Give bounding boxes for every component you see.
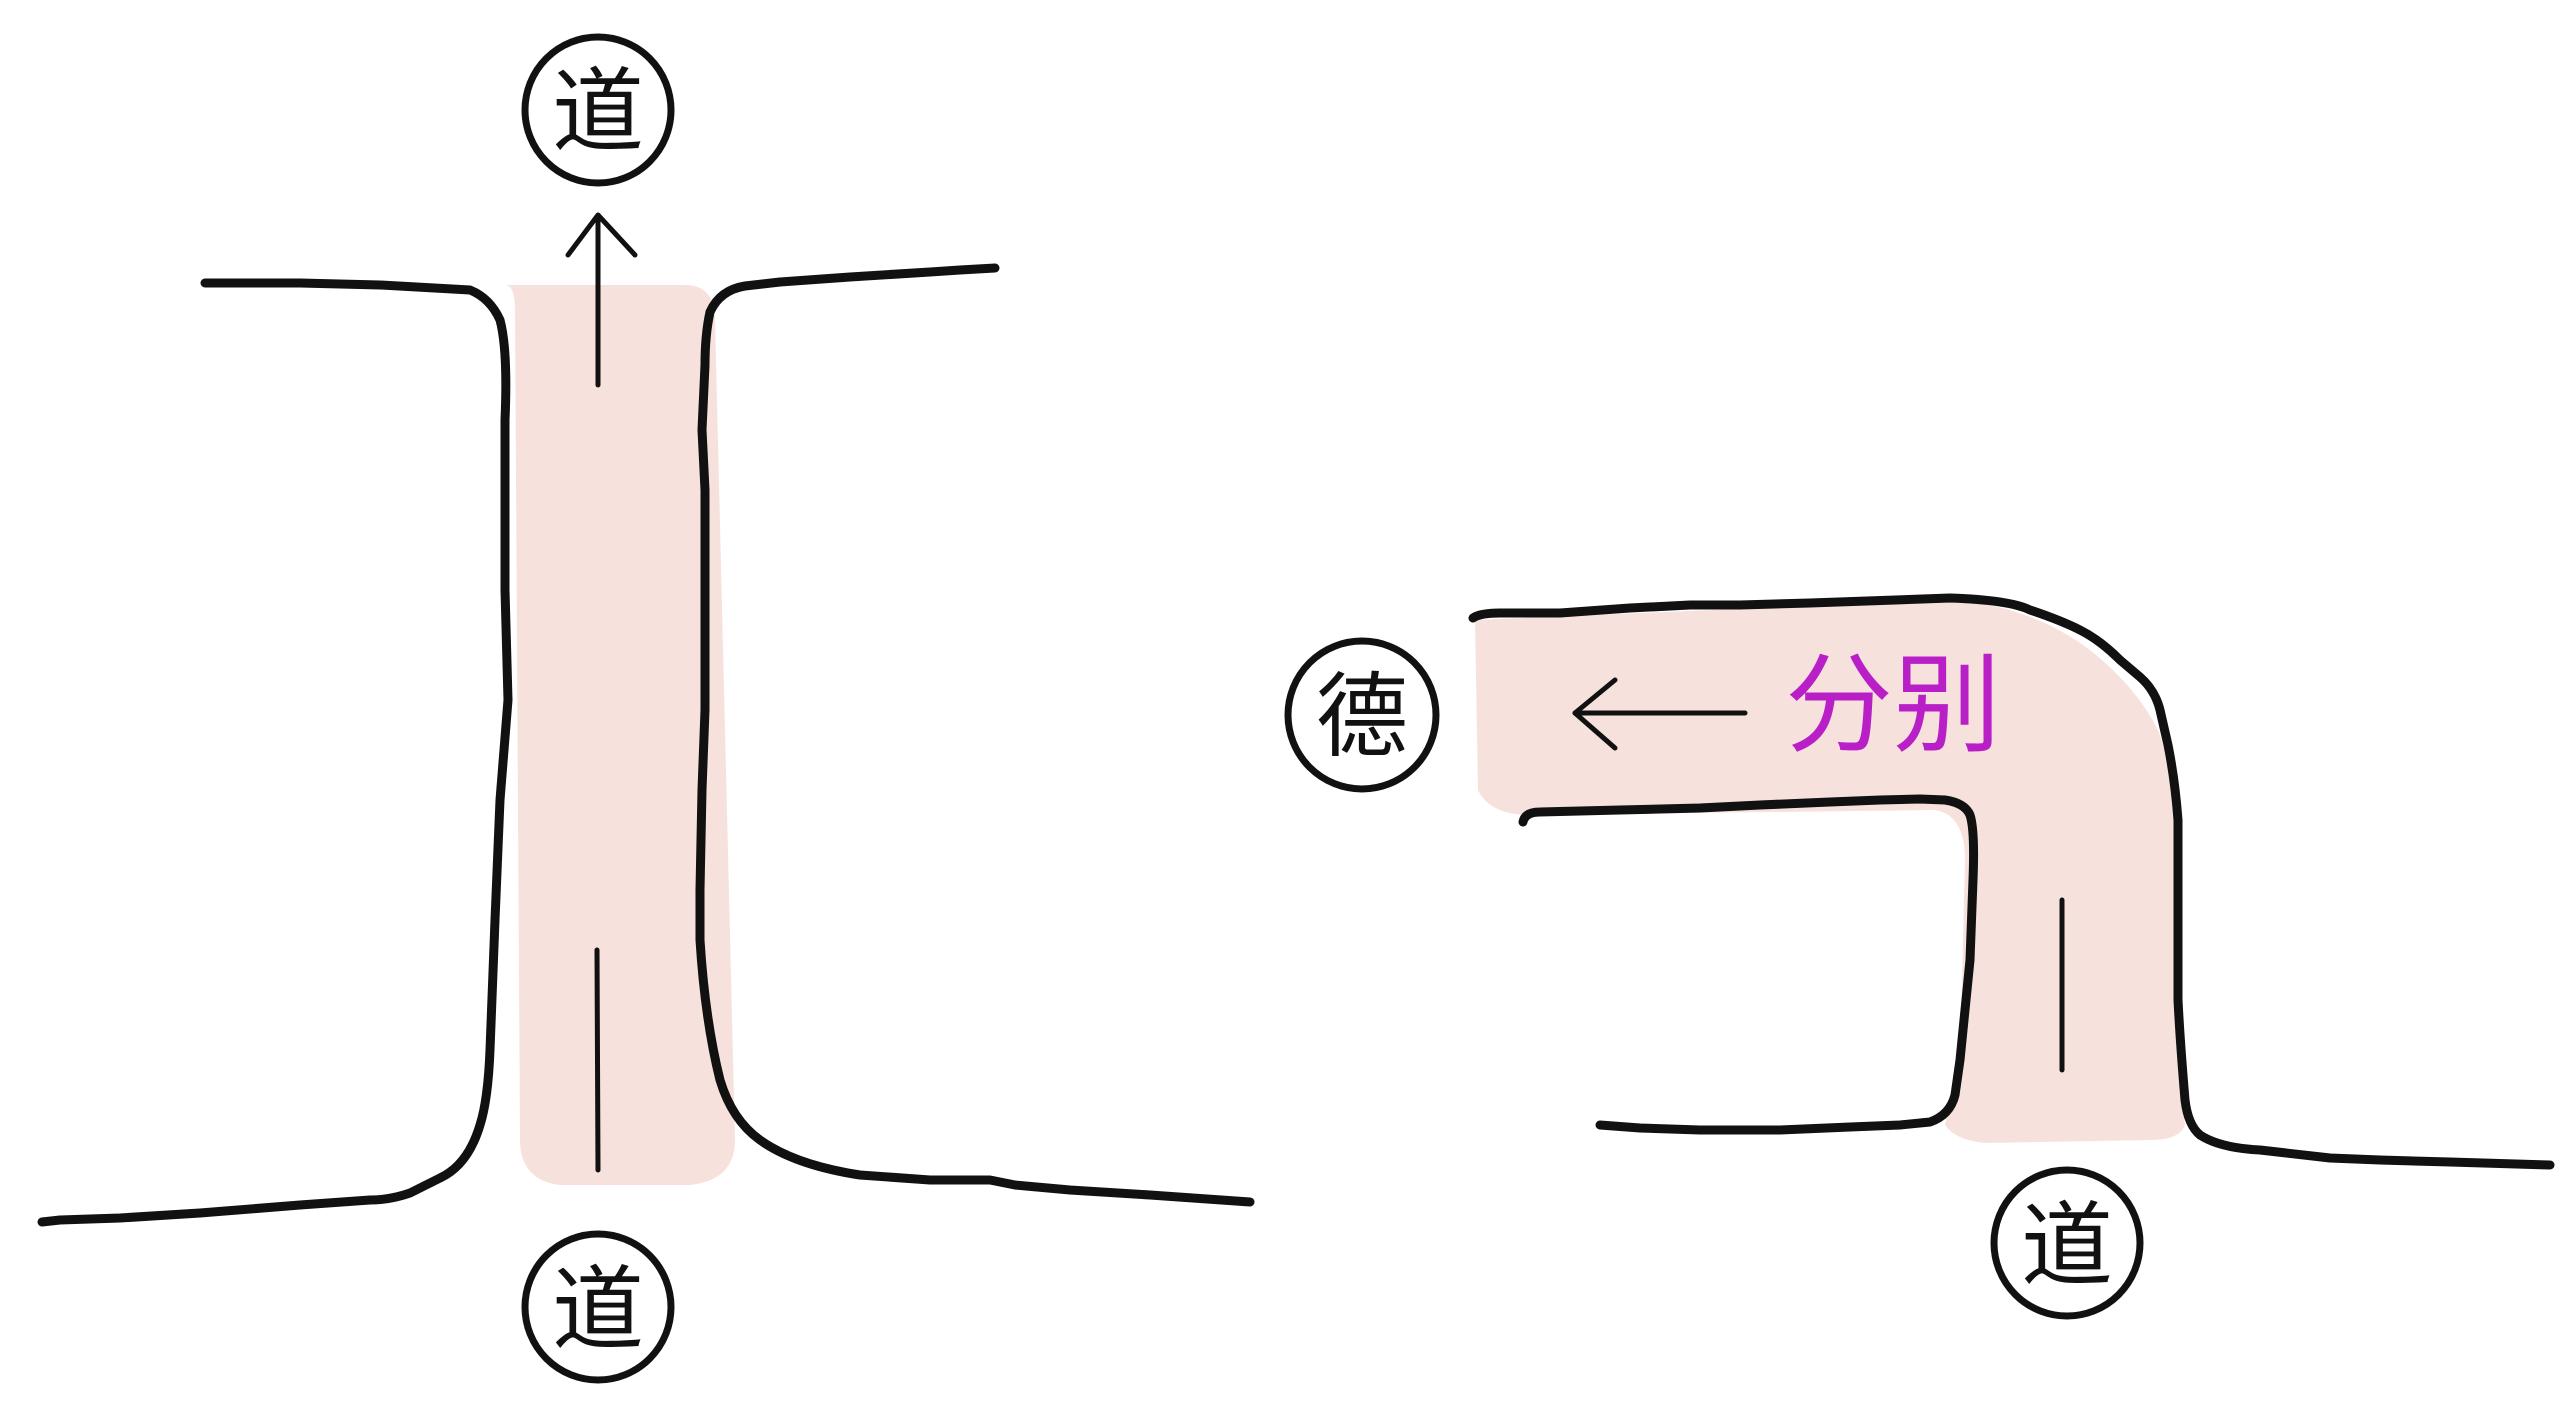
right-road-bottom-circle: 道	[1990, 1166, 2144, 1320]
left-road-right-edge	[695, 263, 1255, 1207]
bottom-circle-outline	[521, 1230, 675, 1384]
up-arrow-head	[565, 212, 638, 258]
left-road: 道 道	[37, 33, 1255, 1384]
right-road-fill	[1475, 600, 2185, 1143]
top-circle-outline	[521, 33, 675, 187]
left-arrow-head	[1572, 677, 1618, 751]
left-circle-label: 德	[1316, 664, 1408, 771]
bottom-circle-label: 道	[552, 1257, 644, 1364]
right-road-upper-edge	[1468, 593, 2555, 1170]
left-road-left-edge	[37, 278, 513, 1227]
right-road-left-arrow	[1572, 677, 1748, 751]
left-road-top-circle: 道	[521, 33, 675, 187]
left-circle-outline	[1284, 637, 1440, 793]
left-road-lane-line	[594, 947, 601, 1173]
right-bottom-circle-label: 道	[2021, 1193, 2113, 1300]
right-bottom-circle-outline	[1990, 1166, 2144, 1320]
branch-label: 分别	[1785, 644, 2001, 769]
left-road-bottom-circle: 道	[521, 1230, 675, 1384]
left-road-up-arrow	[565, 212, 638, 388]
right-road-lower-edge	[1518, 794, 1979, 1135]
left-road-fill	[505, 285, 735, 1185]
right-road-left-circle: 德	[1284, 637, 1440, 793]
top-circle-label: 道	[552, 59, 644, 166]
right-road: 分别 德 道	[1284, 593, 2555, 1320]
